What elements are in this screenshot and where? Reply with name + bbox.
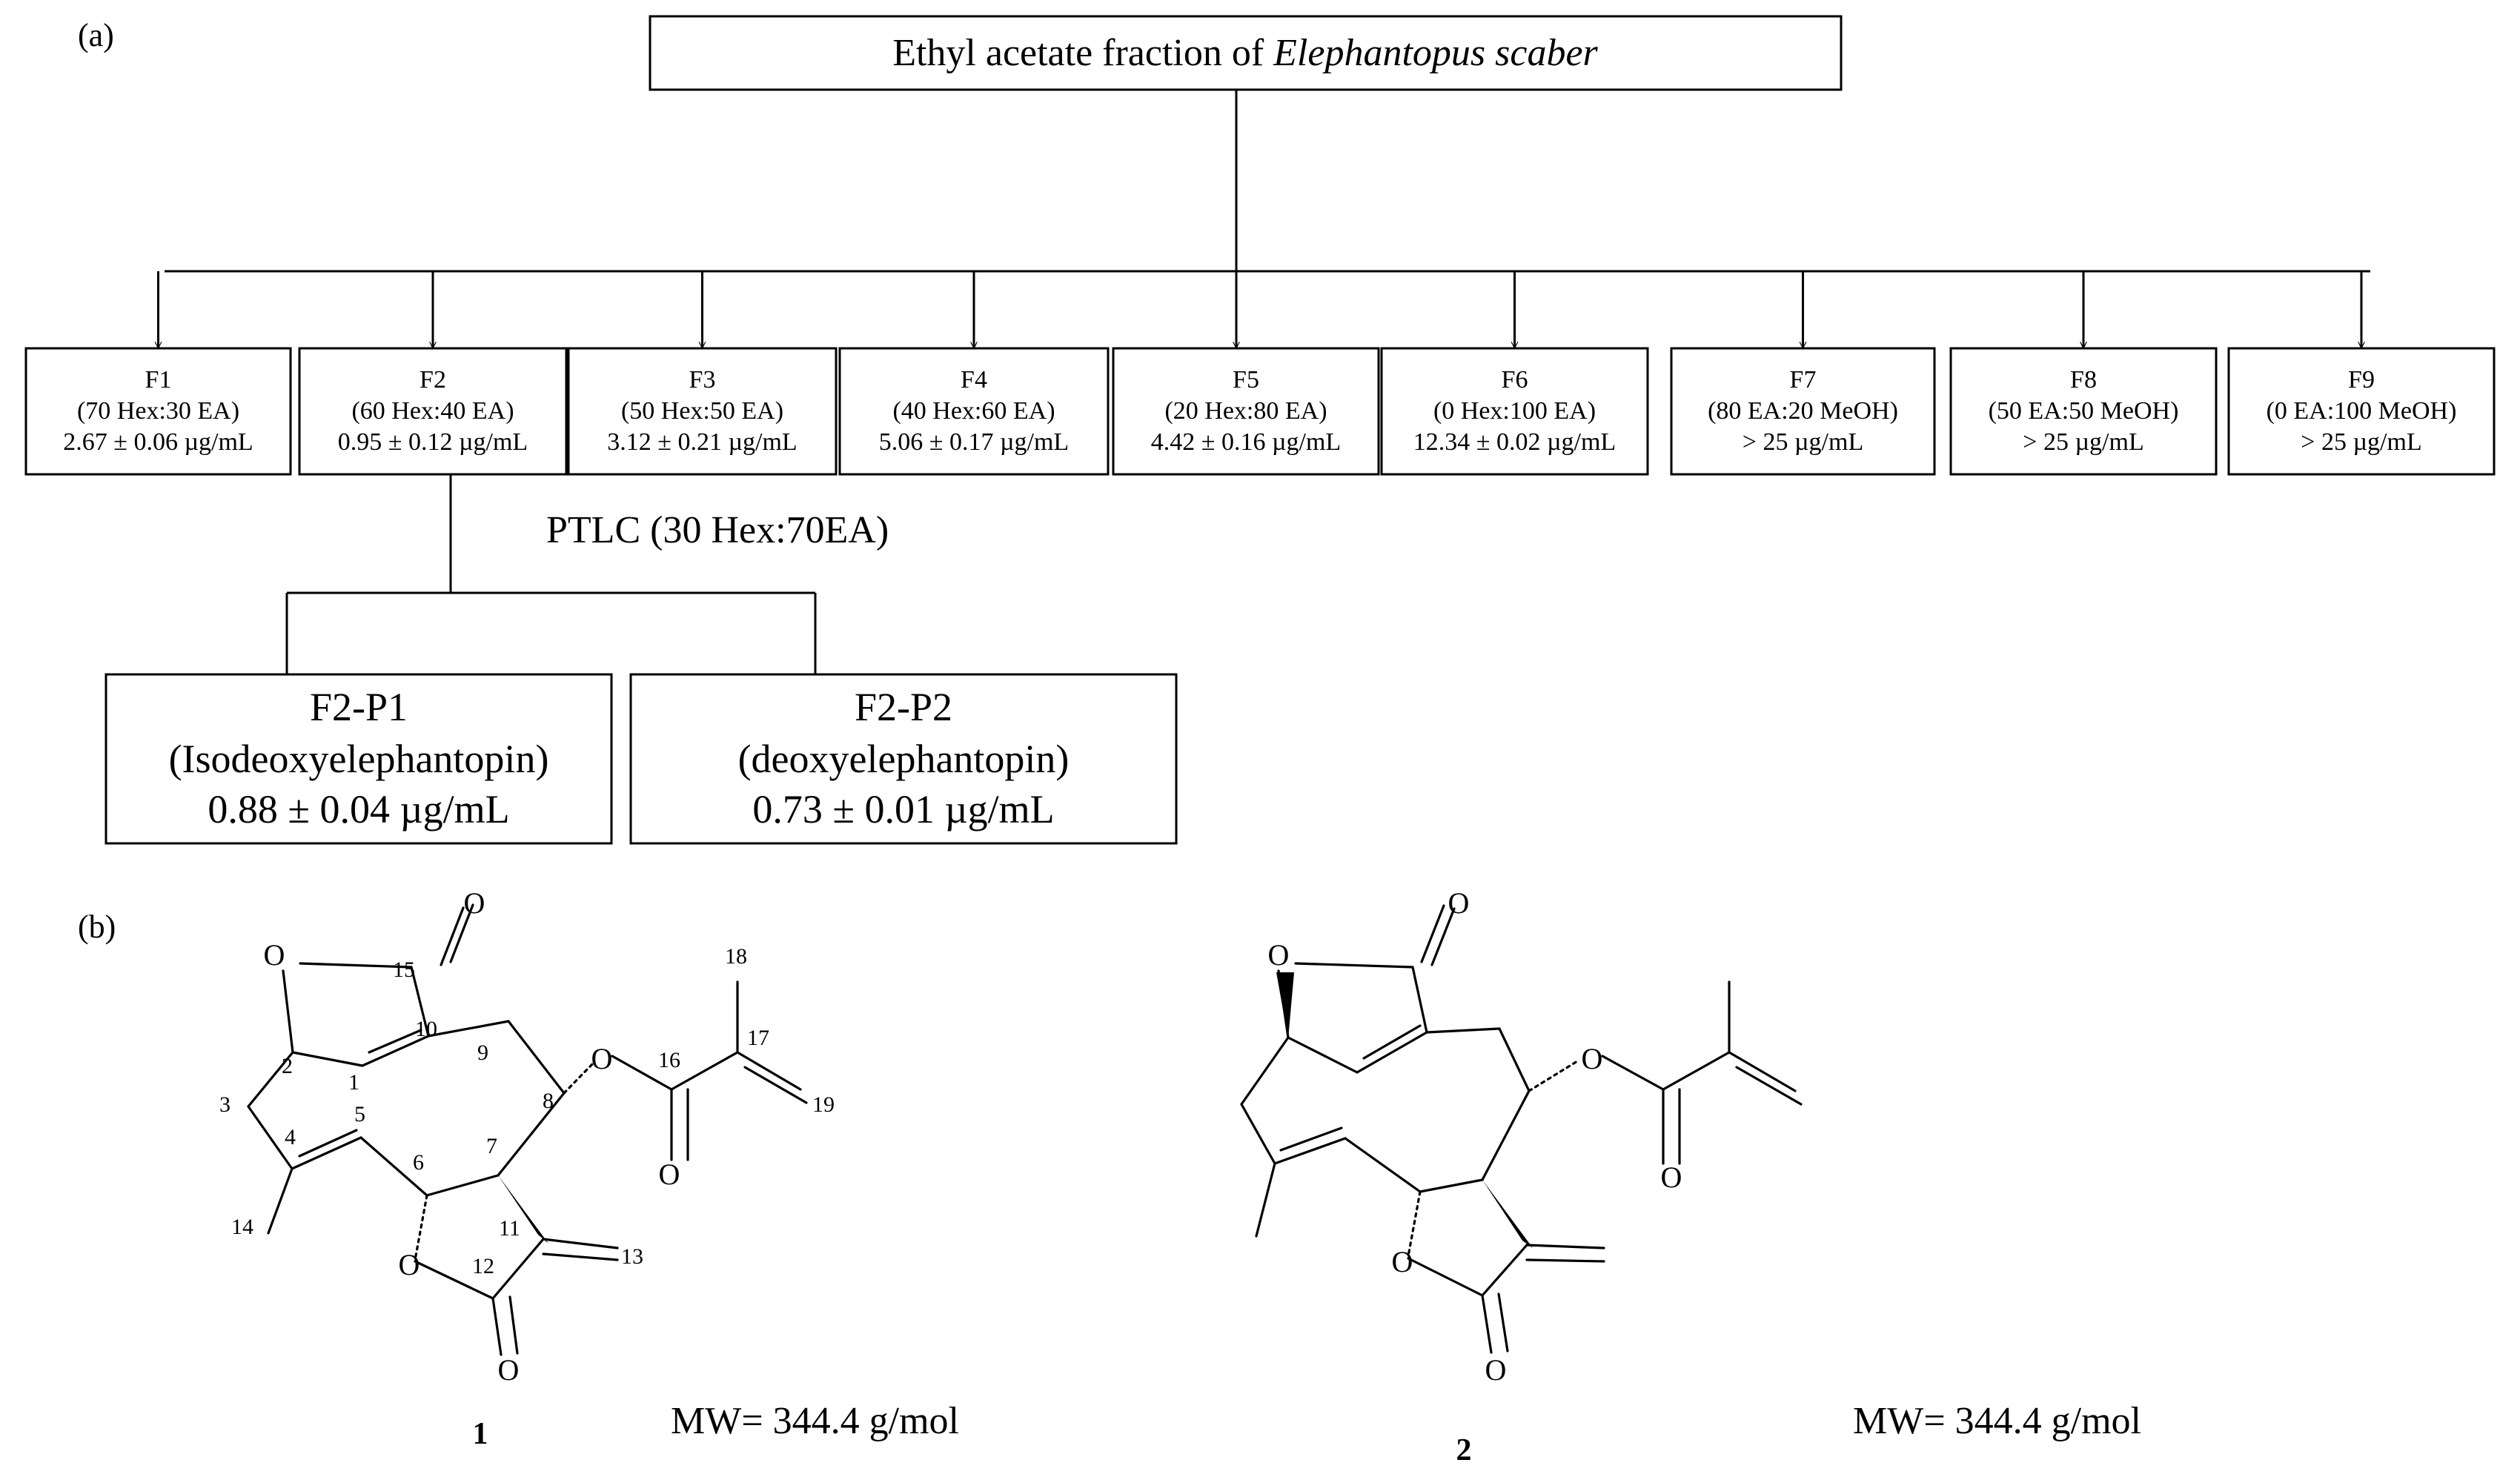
fraction-box-f3 <box>567 347 838 476</box>
svg-text:18: 18 <box>725 944 747 969</box>
fraction-solvent: (70 Hex:30 EA) <box>77 397 239 425</box>
fraction-box-f5 <box>1112 347 1380 476</box>
svg-text:O: O <box>1268 938 1290 972</box>
fraction-solvent: (50 EA:50 MeOH) <box>1989 397 2179 425</box>
subfraction-p2-value: 0.73 ± 0.01 µg/mL <box>752 787 1054 832</box>
fraction-value: > 25 µg/mL <box>2301 428 2421 456</box>
svg-text:O: O <box>659 1158 680 1191</box>
svg-text:17: 17 <box>747 1026 769 1050</box>
subfraction-box-p2 <box>629 673 1178 845</box>
fraction-value: > 25 µg/mL <box>2023 428 2143 456</box>
svg-text:O: O <box>498 1353 520 1387</box>
fraction-box-f2 <box>298 347 568 476</box>
fraction-value: 12.34 ± 0.02 µg/mL <box>1413 428 1616 456</box>
fraction-box-f8 <box>1949 347 2218 476</box>
panel-a-label: (a) <box>78 17 114 53</box>
subfraction-p2-id: F2-P2 <box>855 685 952 729</box>
compound-2-structure: O O O O O O <box>1240 886 1803 1387</box>
fraction-box-f7 <box>1670 347 1936 476</box>
subfraction-p1-name: (Isodeoxyelephantopin) <box>169 737 549 781</box>
fraction-value: 2.67 ± 0.06 µg/mL <box>63 428 253 456</box>
svg-text:14: 14 <box>231 1215 253 1239</box>
svg-text:O: O <box>1392 1245 1413 1278</box>
svg-text:2: 2 <box>282 1054 293 1078</box>
svg-text:19: 19 <box>812 1092 835 1117</box>
fraction-value: 0.95 ± 0.12 µg/mL <box>338 428 528 456</box>
fraction-value: 5.06 ± 0.17 µg/mL <box>879 428 1069 456</box>
subfraction-p2-name: (deoxyelephantopin) <box>738 737 1070 781</box>
subfraction-box-p1 <box>105 673 613 845</box>
fraction-id: F6 <box>1502 366 1528 394</box>
subfraction-p1-value: 0.88 ± 0.04 µg/mL <box>208 787 509 832</box>
svg-text:16: 16 <box>658 1048 680 1072</box>
fraction-id: F3 <box>689 366 716 394</box>
fraction-solvent: (50 Hex:50 EA) <box>621 397 783 425</box>
fraction-value: 4.42 ± 0.16 µg/mL <box>1151 428 1341 456</box>
svg-text:O: O <box>1485 1353 1507 1387</box>
compound-1-number: 1 <box>473 1417 488 1451</box>
root-box <box>649 15 1843 91</box>
compound-2-mw: MW= 344.4 g/mol <box>1853 1400 2141 1442</box>
fraction-id: F2 <box>420 366 446 394</box>
fraction-solvent: (40 Hex:60 EA) <box>892 397 1055 425</box>
svg-text:7: 7 <box>486 1134 497 1158</box>
svg-text:O: O <box>1661 1161 1682 1194</box>
fraction-solvent: (0 EA:100 MeOH) <box>2267 397 2457 425</box>
fraction-arrows <box>159 271 2362 348</box>
svg-text:O: O <box>264 938 285 972</box>
fraction-box-f4 <box>838 347 1110 476</box>
svg-text:O: O <box>399 1248 420 1281</box>
svg-text:12: 12 <box>472 1254 494 1278</box>
svg-text:13: 13 <box>621 1244 643 1269</box>
fraction-box-f6 <box>1380 347 1649 476</box>
svg-text:8: 8 <box>543 1089 554 1113</box>
fraction-box-f9 <box>2227 347 2496 476</box>
fraction-id: F9 <box>2348 366 2375 394</box>
fraction-id: F8 <box>2070 366 2097 394</box>
compound-1-mw: MW= 344.4 g/mol <box>671 1400 959 1442</box>
root-label: Ethyl acetate fraction of Elephantopus s… <box>892 32 1598 74</box>
svg-text:6: 6 <box>413 1150 424 1175</box>
svg-text:11: 11 <box>499 1216 520 1241</box>
compound-1-structure: O O O O O O 1 2 3 4 5 6 7 8 9 10 11 12 1… <box>219 886 835 1387</box>
subfraction-p1-id: F2-P1 <box>310 685 408 729</box>
panel-b-label: (b) <box>78 909 116 945</box>
svg-text:3: 3 <box>219 1092 231 1117</box>
fraction-id: F7 <box>1790 366 1817 394</box>
fraction-row: F1 (70 Hex:30 EA) 2.67 ± 0.06 µg/mL F2 (60 H… <box>24 347 2496 476</box>
fraction-box-f1 <box>24 347 292 476</box>
svg-text:O: O <box>1448 886 1470 920</box>
fraction-solvent: (0 Hex:100 EA) <box>1433 397 1596 425</box>
svg-text:O: O <box>591 1042 613 1075</box>
svg-text:10: 10 <box>415 1017 437 1041</box>
svg-text:O: O <box>464 886 485 920</box>
fraction-id: F5 <box>1233 366 1259 394</box>
compound-2-number: 2 <box>1456 1433 1472 1467</box>
svg-text:1: 1 <box>348 1070 359 1095</box>
svg-text:O: O <box>1582 1042 1603 1075</box>
svg-text:4: 4 <box>285 1125 296 1149</box>
fraction-solvent: (60 Hex:40 EA) <box>351 397 514 425</box>
fraction-value: > 25 µg/mL <box>1743 428 1863 456</box>
ptlc-label: PTLC (30 Hex:70EA) <box>546 509 889 551</box>
svg-text:15: 15 <box>393 957 415 982</box>
fraction-solvent: (80 EA:20 MeOH) <box>1708 397 1898 425</box>
fraction-solvent: (20 Hex:80 EA) <box>1164 397 1327 425</box>
fraction-value: 3.12 ± 0.21 µg/mL <box>607 428 797 456</box>
svg-text:9: 9 <box>477 1040 488 1065</box>
fraction-id: F4 <box>961 366 987 394</box>
fraction-id: F1 <box>145 366 172 394</box>
svg-text:5: 5 <box>354 1102 365 1126</box>
